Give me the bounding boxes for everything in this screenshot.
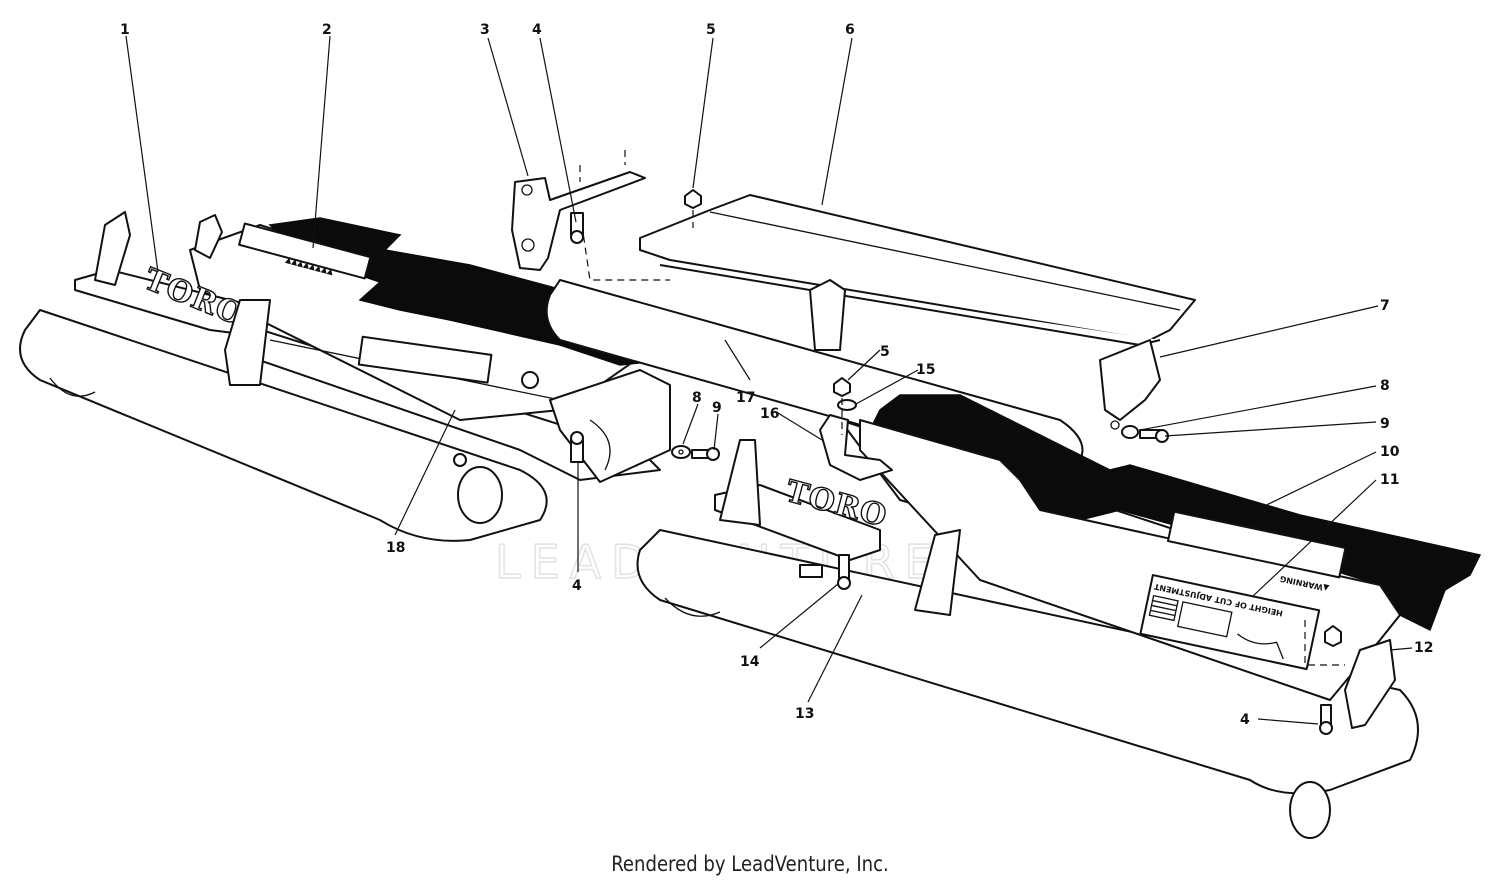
callout-14: 14: [740, 654, 760, 670]
nut-lower-right: [1324, 625, 1342, 647]
washer-8-right: [1121, 425, 1139, 439]
callout-11: 11: [1380, 472, 1399, 488]
callout-8-right: 8: [1380, 378, 1390, 394]
left-washer-8: [671, 445, 691, 459]
callout-4-left: 4: [572, 578, 582, 594]
callout-12: 12: [1414, 640, 1433, 656]
bolt-4-lower: [1319, 704, 1333, 735]
shield-6: [639, 194, 1196, 341]
bracket-16: [819, 414, 893, 481]
bracket-3: [511, 171, 646, 271]
right-lower-assembly: ▲WARNING HEIGHT OF CUT ADJUSTMENT TORO: [636, 377, 1482, 839]
bolt-4-middle: [570, 212, 584, 244]
left-bolt-9: [691, 447, 720, 461]
callout-5-top: 5: [706, 22, 716, 38]
callout-6: 6: [845, 22, 855, 38]
nut-5-top: [684, 189, 702, 209]
left-roller-tube: [19, 309, 548, 542]
bracket-7: [1099, 339, 1161, 421]
callout-3: 3: [480, 22, 490, 38]
callout-10: 10: [1380, 444, 1400, 460]
left-assembly: ▲▲▲▲▲▲▲▲ TORO: [19, 211, 732, 542]
callout-2: 2: [322, 22, 332, 38]
callout-1: 1: [120, 22, 130, 38]
callout-5-right: 5: [880, 344, 890, 360]
left-roller-end: [457, 466, 503, 524]
callout-18: 18: [386, 540, 405, 556]
callouts: 1 2 3 4 5 6 7 5 15 8 9 16 8 9 10 11 17: [120, 22, 1433, 728]
washer-15: [837, 399, 857, 411]
callout-4-lower: 4: [1240, 712, 1250, 728]
callout-16: 16: [760, 406, 779, 422]
callout-4-top: 4: [532, 22, 542, 38]
bracket-12: [1344, 639, 1396, 729]
bolt-9-right: [1139, 429, 1169, 443]
render-credit: Rendered by LeadVenture, Inc.: [611, 852, 889, 876]
callout-13: 13: [795, 706, 814, 722]
callout-8-left: 8: [692, 390, 702, 406]
left-bolt-4: [570, 431, 584, 463]
middle-bracket-group: [511, 150, 670, 281]
callout-9-right: 9: [1380, 416, 1390, 432]
callout-17: 17: [736, 390, 755, 406]
callout-7: 7: [1380, 298, 1390, 314]
callout-9-left: 9: [712, 400, 722, 416]
nut-5-right: [833, 377, 851, 397]
lower-roller-end: [1289, 781, 1331, 839]
callout-15: 15: [916, 362, 935, 378]
bolt-14: [837, 554, 851, 590]
